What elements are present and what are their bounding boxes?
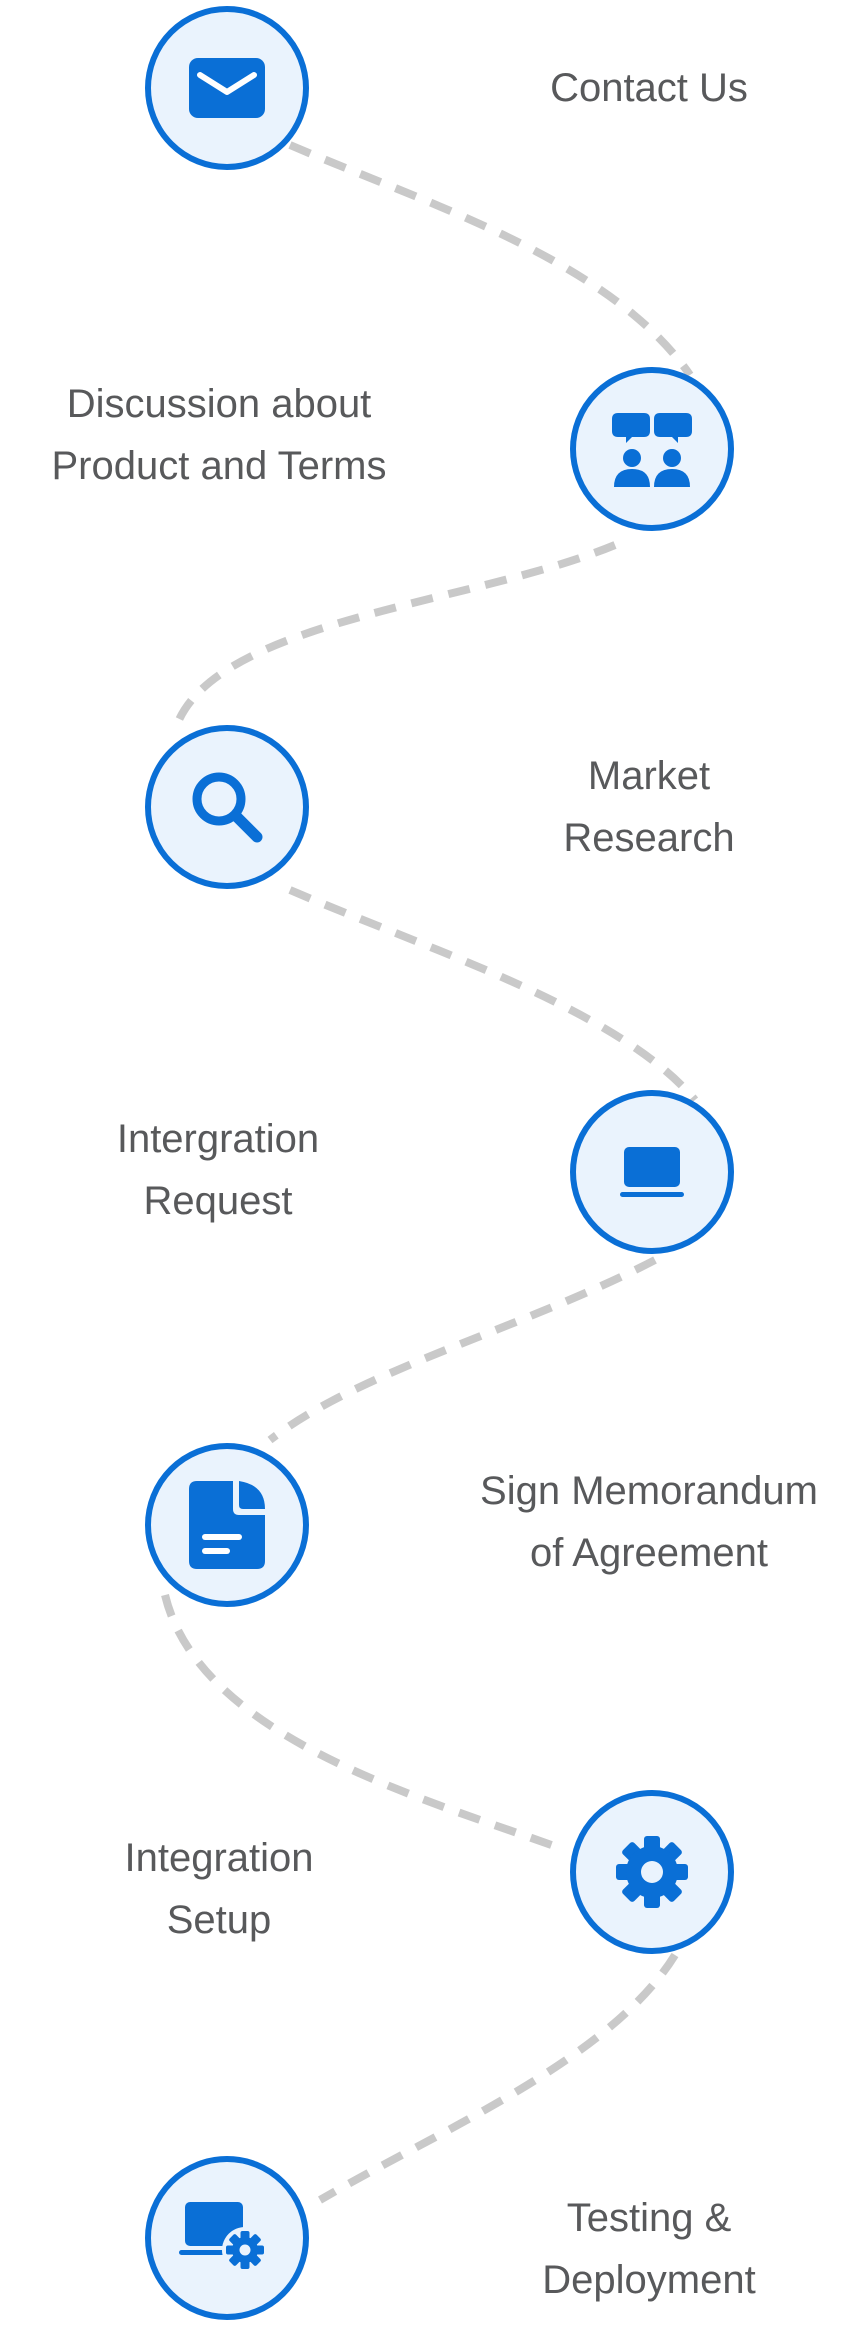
connector-3 — [288, 886, 699, 1103]
step-discussion-circle — [570, 367, 734, 531]
document-icon — [189, 1481, 265, 1569]
step-contact-us-circle — [145, 6, 309, 170]
step-integration-setup-label: Integration Setup — [124, 1836, 314, 1942]
step-market-research-label: Market Research — [563, 754, 735, 860]
step-integration-setup-circle — [570, 1790, 734, 1954]
step-integration-request-label: Intergration Request — [116, 1117, 320, 1223]
gear-icon — [616, 1836, 688, 1908]
connector-4 — [267, 1256, 657, 1444]
laptop-icon — [620, 1147, 684, 1197]
step-sign-mou-circle — [145, 1443, 309, 1607]
search-icon — [192, 772, 263, 843]
discussion-people-icon — [612, 413, 692, 487]
envelope-icon — [189, 58, 265, 118]
step-testing-deployment-circle — [145, 2156, 309, 2320]
connector-1 — [288, 141, 694, 378]
step-testing-deployment-label: Testing & Deployment — [542, 2196, 756, 2302]
step-contact-us-label: Contact Us — [550, 66, 748, 110]
step-integration-request-circle — [570, 1090, 734, 1254]
step-discussion-label: Discussion about Product and Terms — [51, 382, 387, 488]
monitor-gear-icon — [179, 2202, 268, 2273]
step-sign-mou-label: Sign Memorandum of Agreement — [480, 1469, 818, 1575]
connector-6 — [317, 1952, 679, 2204]
connector-2 — [171, 541, 617, 732]
step-market-research-circle — [145, 725, 309, 889]
connector-5 — [161, 1594, 567, 1854]
